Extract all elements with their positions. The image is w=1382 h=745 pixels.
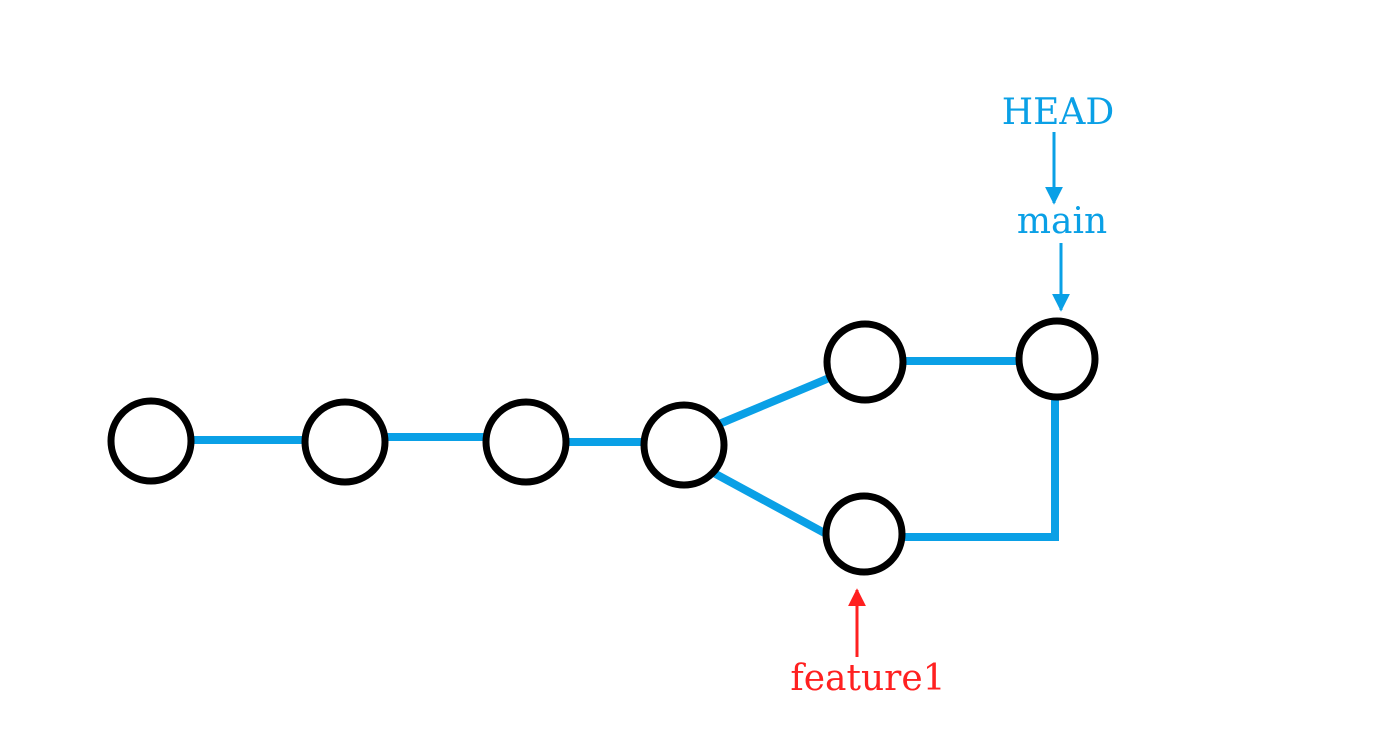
- main-branch-label: main: [1017, 201, 1107, 242]
- commit-node[interactable]: [823, 320, 907, 404]
- commit-node[interactable]: [107, 397, 195, 485]
- commit-node[interactable]: [640, 401, 728, 489]
- edge-c4-c5: [710, 372, 836, 431]
- commit-node[interactable]: [301, 398, 389, 486]
- edge-c4-c6: [710, 468, 832, 540]
- feature1-branch-label: feature1: [790, 658, 945, 699]
- commits: [107, 317, 1099, 576]
- commit-node[interactable]: [822, 492, 906, 576]
- commit-node[interactable]: [482, 398, 570, 486]
- edges: [190, 357, 1059, 541]
- edge-c6-c7: [900, 398, 1059, 541]
- commit-node[interactable]: [1015, 317, 1099, 401]
- head-label: HEAD: [1002, 92, 1115, 133]
